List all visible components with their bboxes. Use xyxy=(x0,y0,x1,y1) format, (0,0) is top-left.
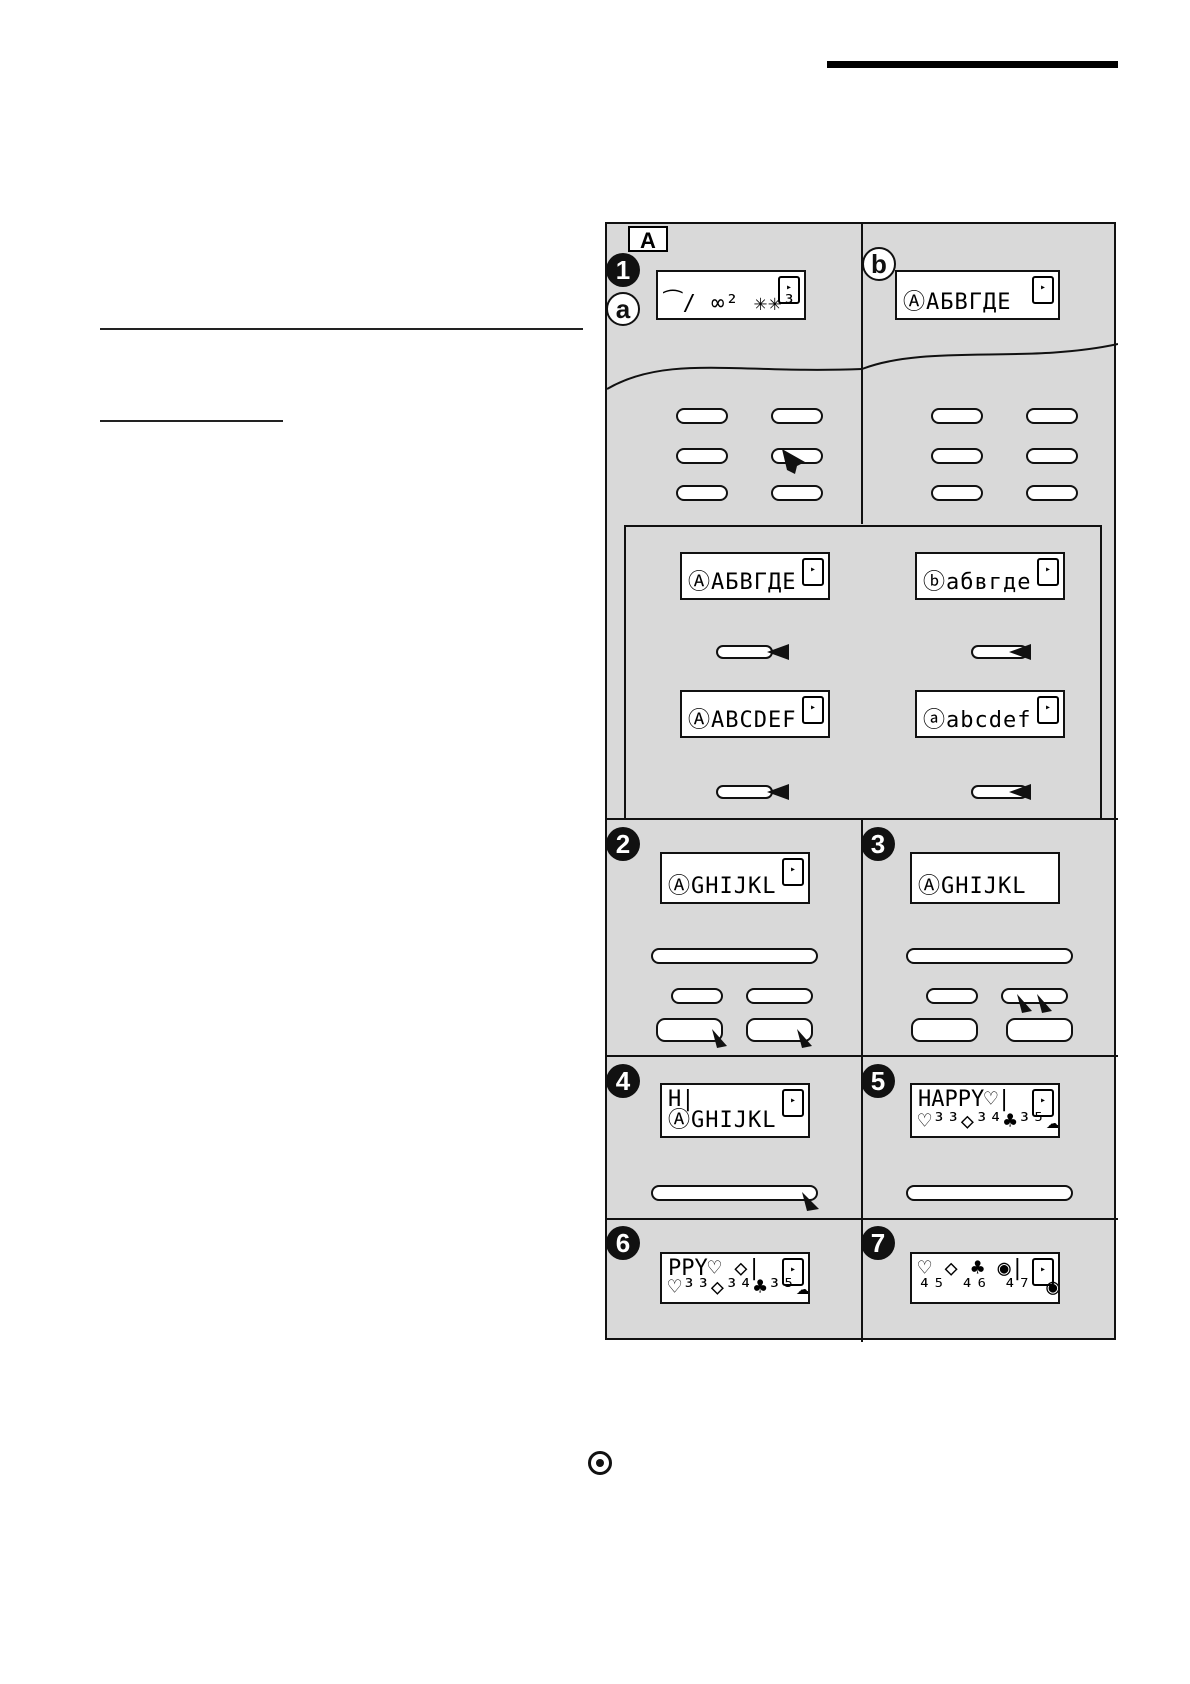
screen-icon: ▸ xyxy=(802,696,824,724)
panel-drawing xyxy=(607,224,1118,1342)
step-7-badge: 7 xyxy=(861,1226,895,1260)
step-a-badge: a xyxy=(606,292,640,326)
screen-mode-1: ▸ ⒶАБВГДЕ xyxy=(680,552,830,600)
screen-icon: ▸ xyxy=(1037,696,1059,724)
screen-mode-3: ▸ ⒶABCDEF xyxy=(680,690,830,738)
step-3-badge: 3 xyxy=(861,827,895,861)
screen-step-6: ▸ PPY♡ ◇| ♡³³◇³⁴♣³⁵☁³⁶ xyxy=(660,1252,810,1304)
screen-icon: ▸ xyxy=(1037,558,1059,586)
screen-icon: ▸ xyxy=(802,558,824,586)
step-5-badge: 5 xyxy=(861,1064,895,1098)
screen-icon: ▸ xyxy=(782,858,804,886)
screen-step-b: ▸ ⒶАБВГДЕ xyxy=(895,270,1060,320)
screen-icon: ▸ xyxy=(782,1089,804,1117)
screen-step-3: ⒶGHIJKL xyxy=(910,852,1060,904)
step-4-badge: 4 xyxy=(606,1064,640,1098)
step-b-badge: b xyxy=(862,247,896,281)
screen-step-5: ▸ HAPPY♡| ♡³³◇³⁴♣³⁵☁³⁶ xyxy=(910,1083,1060,1138)
screen-icon: ▸ xyxy=(1032,1258,1054,1286)
screen-step-4: ▸ H| ⒶGHIJKL xyxy=(660,1083,810,1138)
step-2-badge: 2 xyxy=(606,827,640,861)
step-6-badge: 6 xyxy=(606,1226,640,1260)
target-circle-icon xyxy=(588,1451,612,1475)
step-1-badge: 1 xyxy=(606,253,640,287)
screen-mode-2: ▸ ⓑабвгде xyxy=(915,552,1065,600)
screen-icon: ▸ xyxy=(778,276,800,304)
screen-step-1: ▸ ⁀∕ ∞² ✳✳³ ❦❦ xyxy=(656,270,806,320)
header-rule xyxy=(827,61,1118,68)
screen-icon: ▸ xyxy=(1032,276,1054,304)
figure-panel xyxy=(605,222,1118,1342)
screen-step-7: ▸ ♡ ◇ ♣ ◉| ⁴⁵ ⁴⁶ ⁴⁷ ◉⁴⁸ xyxy=(910,1252,1060,1304)
screen-icon: ▸ xyxy=(1032,1089,1054,1117)
screen-step-2: ▸ ⒶGHIJKL xyxy=(660,852,810,904)
figure-label: A xyxy=(628,226,668,253)
screen-icon: ▸ xyxy=(782,1258,804,1286)
text-underline-1 xyxy=(100,328,583,330)
text-underline-2 xyxy=(100,420,283,422)
screen-mode-4: ▸ ⓐabcdef xyxy=(915,690,1065,738)
